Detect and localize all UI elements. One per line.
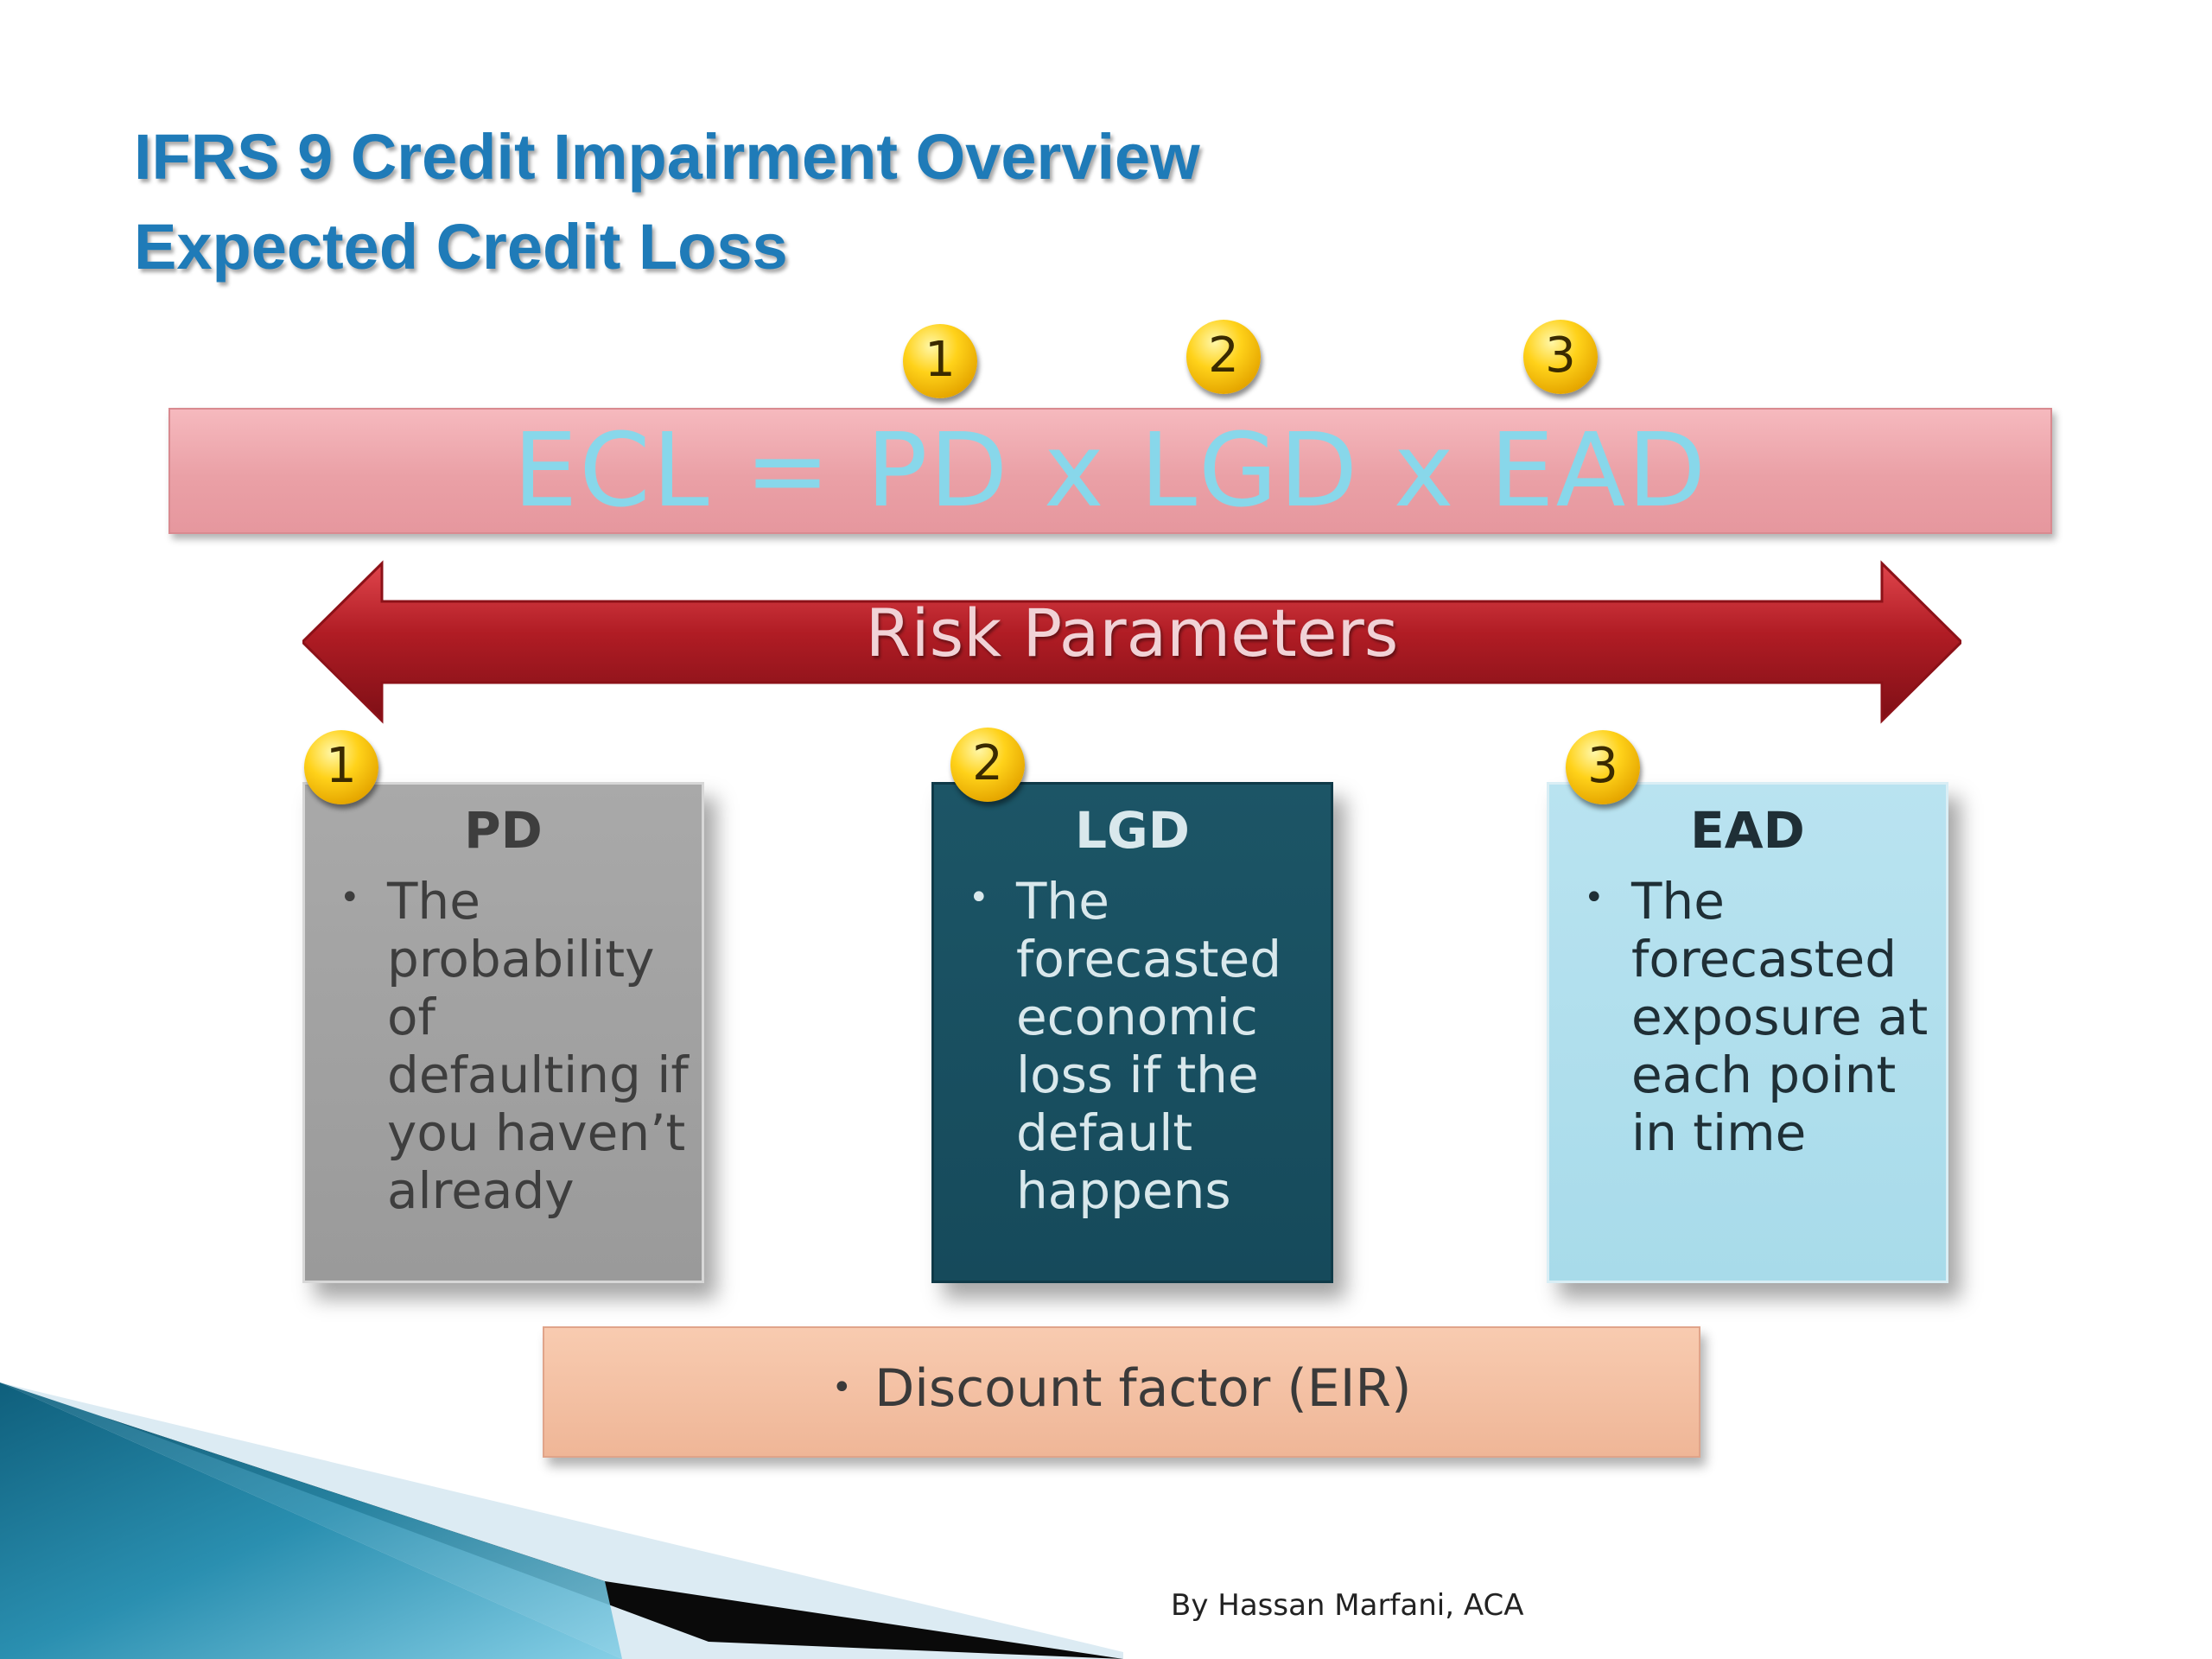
lgd-box: LGD The forecasted economic loss if the … xyxy=(931,782,1333,1283)
pd-description: The probability of defaulting if you hav… xyxy=(340,869,702,1220)
discount-factor-text: Discount factor (EIR) xyxy=(831,1358,1411,1419)
formula-text: ECL = PD x LGD x EAD xyxy=(512,410,1708,530)
ead-bullets: The forecasted exposure at each point in… xyxy=(1549,869,1946,1162)
formula-badge-1: 1 xyxy=(903,324,977,398)
title-line-2: Expected Credit Loss xyxy=(134,211,788,283)
formula-badge-2: 2 xyxy=(1186,320,1261,394)
lgd-bullets: The forecasted economic loss if the defa… xyxy=(934,869,1331,1220)
pd-heading: PD xyxy=(464,801,543,860)
formula-badge-3: 3 xyxy=(1523,320,1598,394)
discount-factor-bar: Discount factor (EIR) xyxy=(543,1326,1700,1458)
lgd-heading: LGD xyxy=(1075,801,1190,860)
pd-box: PD The probability of defaulting if you … xyxy=(302,782,704,1283)
slide-title: IFRS 9 Credit Impairment Overview Expect… xyxy=(134,112,1200,292)
double-arrow-shape xyxy=(302,560,1961,724)
risk-parameters-label: Risk Parameters xyxy=(865,594,1399,671)
pd-bullets: The probability of defaulting if you hav… xyxy=(305,869,702,1220)
formula-bar: ECL = PD x LGD x EAD xyxy=(168,408,2052,534)
title-line-1: IFRS 9 Credit Impairment Overview xyxy=(134,121,1200,193)
ead-heading: EAD xyxy=(1690,801,1805,860)
author-credit: By Hassan Marfani, ACA xyxy=(1171,1588,1524,1623)
lgd-description: The forecasted economic loss if the defa… xyxy=(969,869,1331,1220)
ead-box: EAD The forecasted exposure at each poin… xyxy=(1547,782,1948,1283)
ead-description: The forecasted exposure at each point in… xyxy=(1584,869,1946,1162)
ead-badge: 3 xyxy=(1566,730,1640,804)
pd-badge: 1 xyxy=(304,730,378,804)
corner-swoosh-decoration xyxy=(0,1382,1123,1659)
lgd-badge: 2 xyxy=(950,728,1025,802)
